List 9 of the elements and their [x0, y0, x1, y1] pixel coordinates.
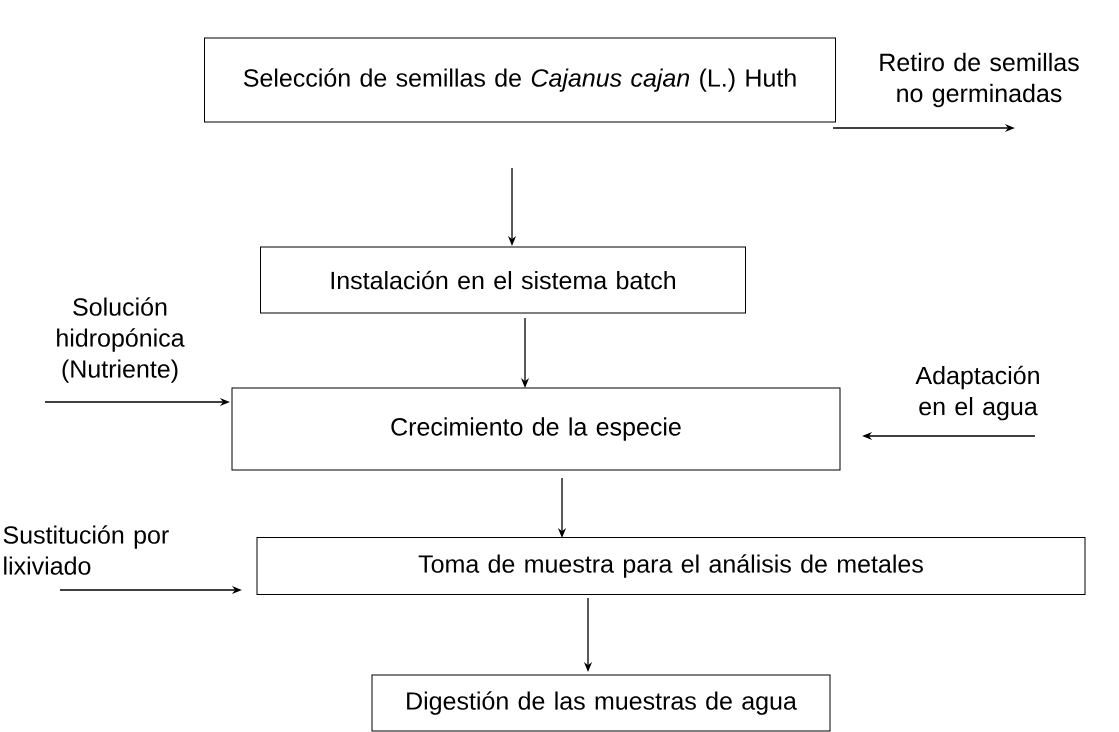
process-box: Selección de semillas de Cajanus cajan (L.) Huth [204, 37, 836, 123]
process-box: Instalación en el sistema batch [260, 246, 746, 314]
side-label: Sustitución por lixiviado [3, 525, 169, 575]
side-label: Adaptación en el agua [915, 365, 1039, 421]
process-box: Toma de muestra para el análisis de metales [256, 537, 1086, 595]
side-label: Solución hidropónica (Nutriente) [57, 297, 185, 383]
side-label: Retiro de semillas no germinadas [880, 52, 1079, 108]
process-box: Digestión de las muestras de agua [371, 674, 831, 732]
process-box: Crecimiento de la especie [231, 387, 841, 471]
